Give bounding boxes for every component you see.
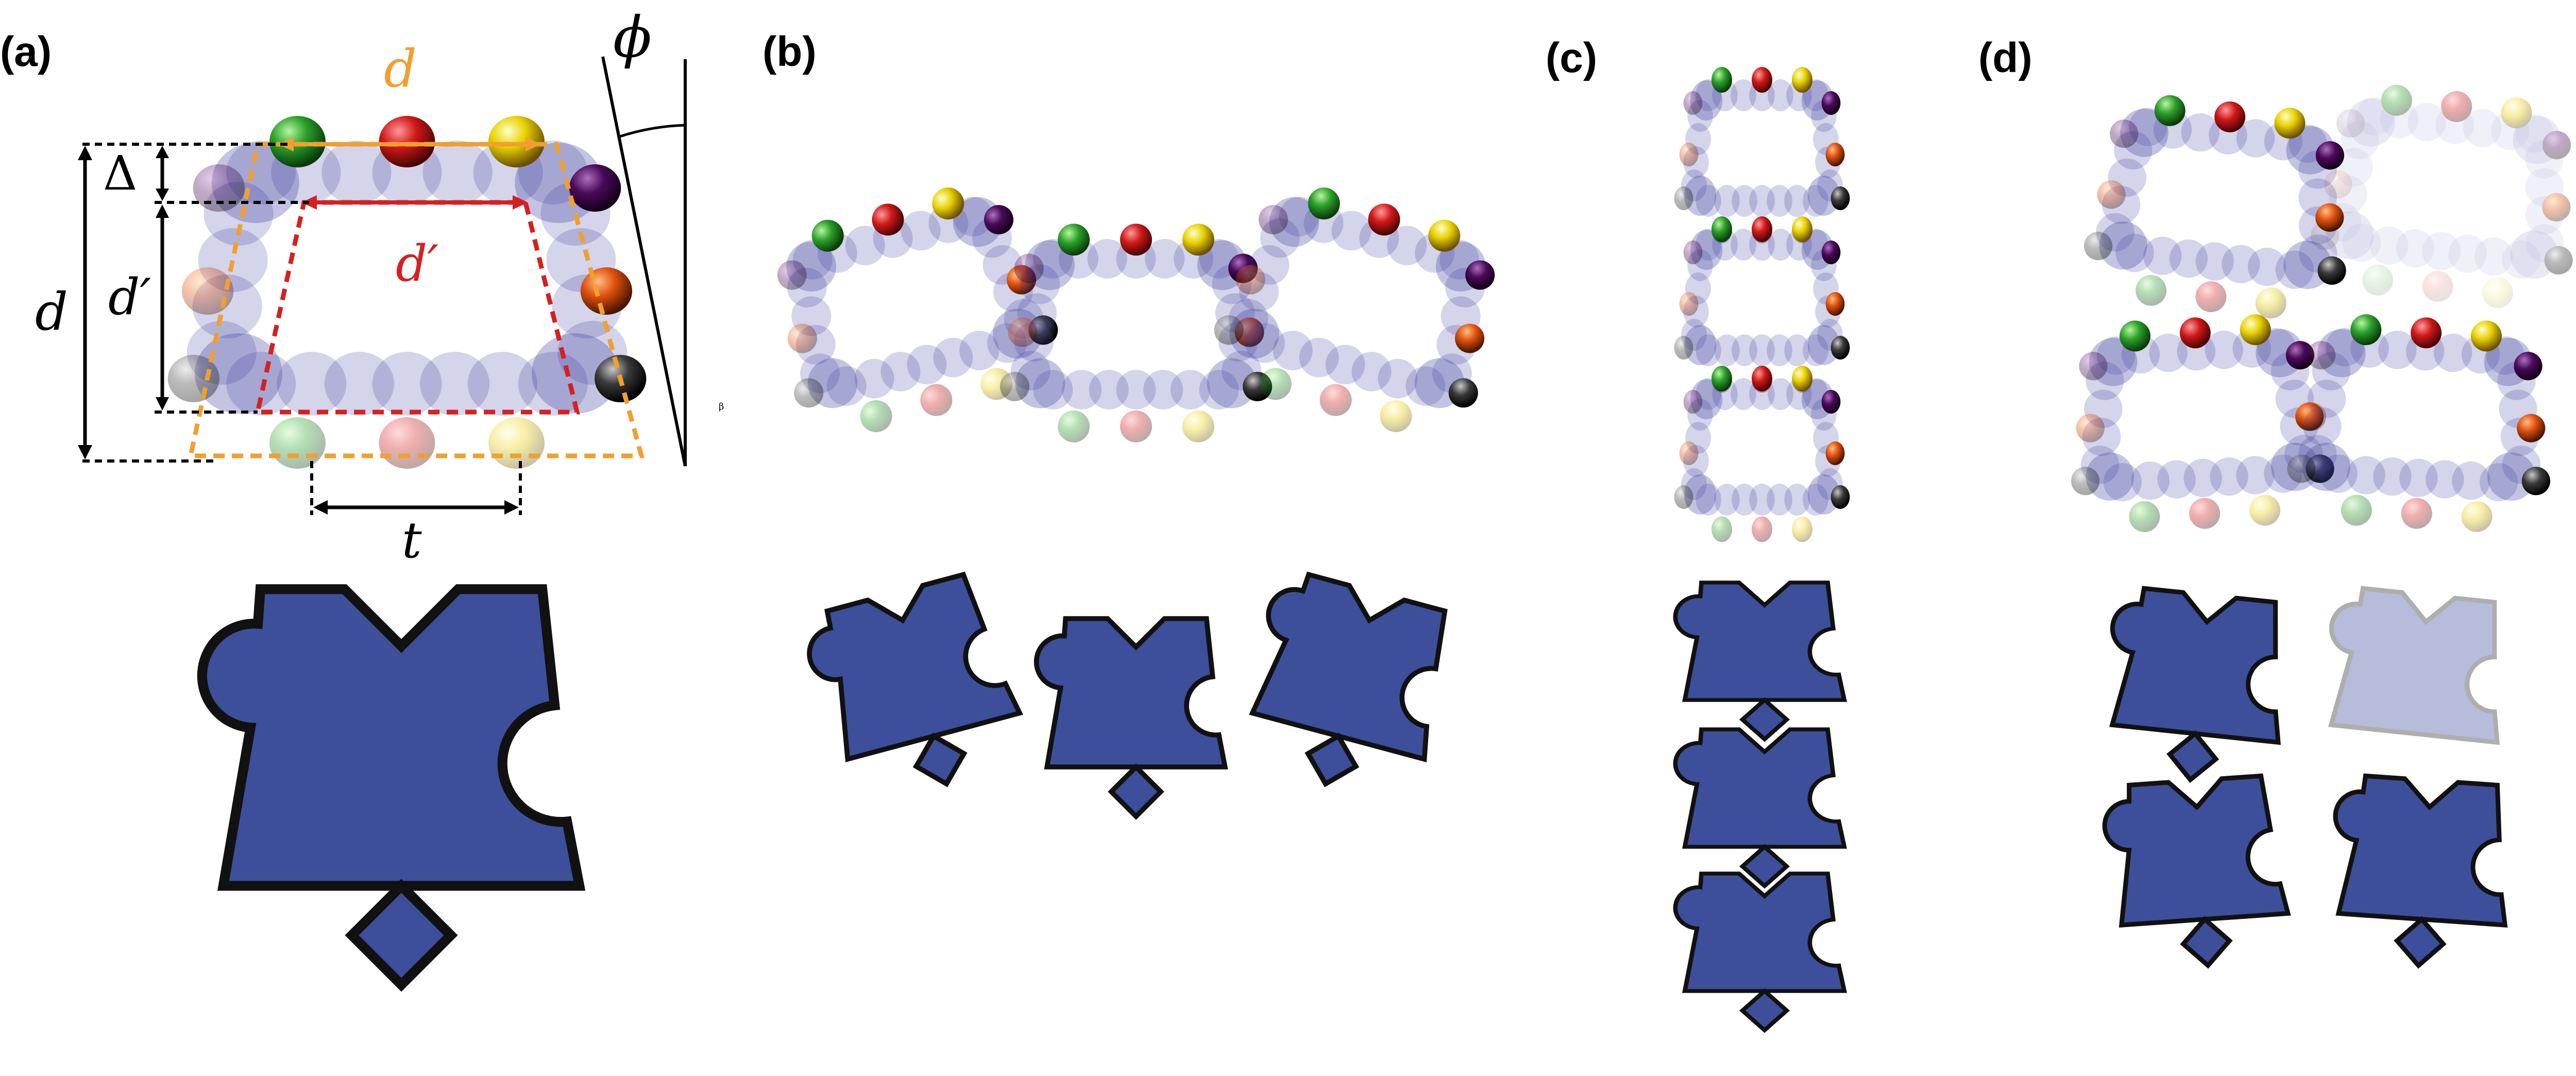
panel-label-a: (a) [0,28,52,75]
panel-b-piece-right [1229,567,1463,807]
panel-d-bead-cell-bottom-left [2063,310,2337,536]
panel-d-bead-cell-bottom-right [2284,310,2558,536]
panel-a-measurements [78,56,687,515]
panel-d-piece-top-left [2097,586,2293,789]
panel-d-bead-cell-top-left [2078,88,2363,326]
label-d-prime-side: d′ [108,268,151,326]
panel-d-piece-bottom-right [2326,774,2515,971]
panel-label-b: (b) [762,28,817,75]
panel-d-piece-ghost [2321,586,2512,742]
phi-tilted-line [601,56,687,467]
panel-d-piece-bottom-left [2102,775,2292,972]
panel-c [1674,67,1850,1030]
panel-a-puzzle-piece [202,589,579,985]
panel-c-piece-top [1675,583,1844,739]
panel-label-c: (c) [1546,35,1597,81]
label-delta: Δ [103,146,137,201]
panel-c-piece-middle [1675,729,1844,886]
outer-trapezoid-outline [188,142,645,458]
panel-d [2063,77,2576,972]
panel-b-bead-cell-right [1200,169,1520,451]
panel-b-piece-left [799,570,1032,810]
panel-d-bead-cell-ghost [2305,77,2576,316]
panel-a: d d d′ d′ Δ ϕ t β [35,4,724,985]
label-beta-small: β [719,401,724,412]
phi-arc [619,124,686,138]
label-t: t [402,511,422,569]
label-d-top: d [384,39,417,99]
panel-b-piece-center [1037,619,1225,816]
panel-b [752,169,1520,816]
label-phi: ϕ [613,4,652,70]
label-d-side: d [35,282,68,342]
panel-c-piece-bottom [1675,874,1844,1030]
label-d-prime-center: d′ [396,235,438,293]
panel-c-bead-cell-bottom [1674,366,1850,542]
panel-label-d: (d) [1978,35,2032,81]
inner-trapezoid-outline [255,200,580,415]
